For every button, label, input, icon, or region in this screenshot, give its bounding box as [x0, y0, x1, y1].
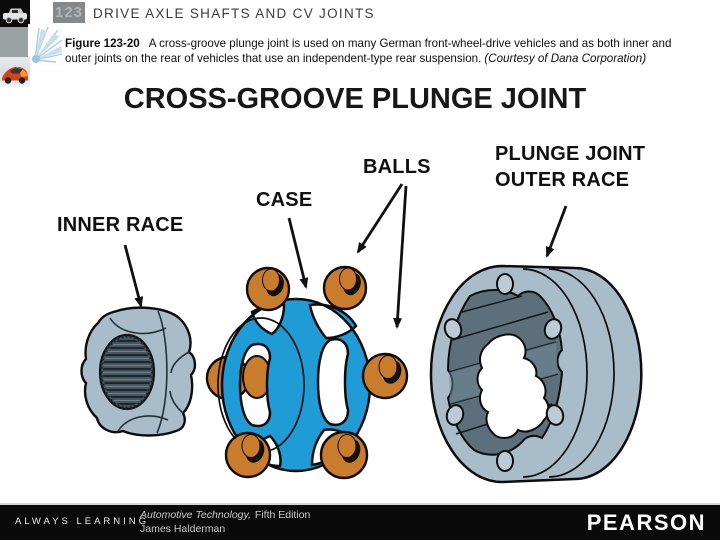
- outer-race-label: PLUNGE JOINT OUTER RACE: [495, 141, 645, 193]
- outer-race-arrow: [545, 205, 568, 258]
- figure-courtesy: (Courtesy of Dana Corporation): [484, 52, 647, 65]
- classic-car-drawing: [3, 8, 27, 24]
- gray-panel-thumbnail: [0, 27, 30, 57]
- book-info: Automotive Technology,Fifth Edition Jame…: [140, 509, 310, 536]
- diagram-title: CROSS-GROOVE PLUNGE JOINT: [123, 83, 587, 115]
- balls-arrow-right: [393, 185, 408, 329]
- book-author: James Halderman: [140, 522, 226, 535]
- inner-race-arrow: [123, 244, 144, 308]
- sports-car-drawing: [2, 66, 28, 84]
- book-title-line: Automotive Technology,Fifth Edition: [140, 509, 310, 523]
- always-learning-tagline: ALWAYS LEARNING: [15, 516, 150, 527]
- page-number: 123: [54, 4, 84, 21]
- pearson-logo: PEARSON: [586, 510, 706, 535]
- footer-bar: [0, 503, 720, 540]
- outer-race-label-line1: PLUNGE JOINT: [495, 143, 646, 165]
- balls-label: BALLS: [363, 156, 431, 178]
- inner-race-label: INNER RACE: [57, 214, 184, 236]
- label-arrows: [123, 183, 568, 329]
- ball: [224, 431, 272, 479]
- figure-caption-text: A cross-groove plunge joint is used on m…: [65, 37, 672, 65]
- page-number-badge: 123: [53, 2, 85, 23]
- ice-crystal-drawing: [32, 26, 63, 63]
- ball: [361, 352, 409, 400]
- ball: [319, 430, 369, 480]
- chapter-title: DRIVE AXLE SHAFTS AND CV JOINTS: [93, 6, 375, 21]
- ball-behind-case: [205, 355, 272, 401]
- ball: [322, 265, 368, 311]
- sports-car-photo-icon: [0, 57, 30, 87]
- balls-illustration: [224, 265, 409, 480]
- book-title: Automotive Technology,: [140, 509, 251, 521]
- outer-race-illustration: [429, 264, 643, 484]
- case-label: CASE: [256, 189, 313, 211]
- figure-label: Figure 123-20: [65, 37, 140, 50]
- classic-car-photo-icon: [0, 0, 30, 27]
- outer-race-label-line2: OUTER RACE: [495, 169, 630, 191]
- book-edition: Fifth Edition: [254, 509, 311, 521]
- balls-arrow-left: [356, 183, 404, 254]
- case-illustration: [217, 297, 372, 473]
- ball: [245, 266, 291, 312]
- inner-race-illustration: [80, 306, 197, 437]
- case-arrow: [287, 217, 309, 289]
- ice-crystal-icon: [28, 24, 64, 66]
